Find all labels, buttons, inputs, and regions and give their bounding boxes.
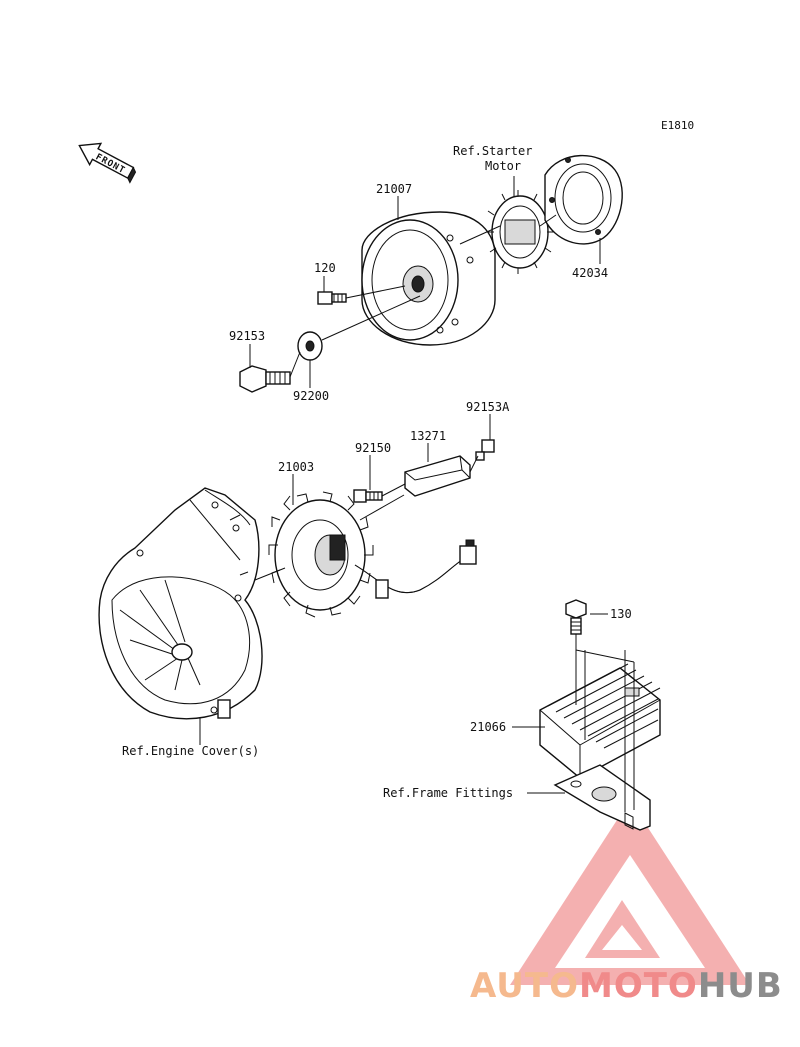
watermark-part-moto: MOTO [579,966,698,1006]
label-starter-line1: Ref.Starter [453,144,532,158]
ring-42034 [544,154,623,245]
watermark-part-hub: HUB [698,966,783,1006]
watermark-part-auto: AUTO [470,966,579,1006]
watermark-text: AUTOMOTOHUB [470,966,783,1006]
diagram-code: E1810 [661,119,694,132]
label-92200: 92200 [293,389,329,403]
assembly-lines [254,214,635,812]
callout-lines [199,176,608,794]
label-120: 120 [314,261,336,275]
label-42034: 42034 [572,266,608,280]
label-engine-cover: Ref.Engine Cover(s) [122,744,259,758]
regulator-21066 [539,663,661,780]
frame-fitting-bracket [553,764,651,831]
bolt-92153a [475,439,495,461]
stator-21003 [268,491,477,618]
starter-clutch [487,190,554,274]
bolt-92150 [353,489,383,503]
engine-cover [98,487,263,720]
label-92153a: 92153A [466,400,510,414]
watermark-logo [510,800,750,985]
label-21066: 21066 [470,720,506,734]
bolt-92153 [239,365,291,393]
label-frame-fittings: Ref.Frame Fittings [383,786,513,800]
washer-92200 [297,331,323,361]
label-13271: 13271 [410,429,446,443]
label-92150: 92150 [355,441,391,455]
label-starter-line2: Motor [485,159,521,173]
front-arrow-icon: FRONT [78,142,137,184]
label-21003: 21003 [278,460,314,474]
rotor-21007 [361,211,496,346]
bolt-130 [565,599,587,635]
label-21007: 21007 [376,182,412,196]
label-130: 130 [610,607,632,621]
label-92153: 92153 [229,329,265,343]
bolt-120 [317,291,347,305]
holder-13271 [404,455,471,497]
